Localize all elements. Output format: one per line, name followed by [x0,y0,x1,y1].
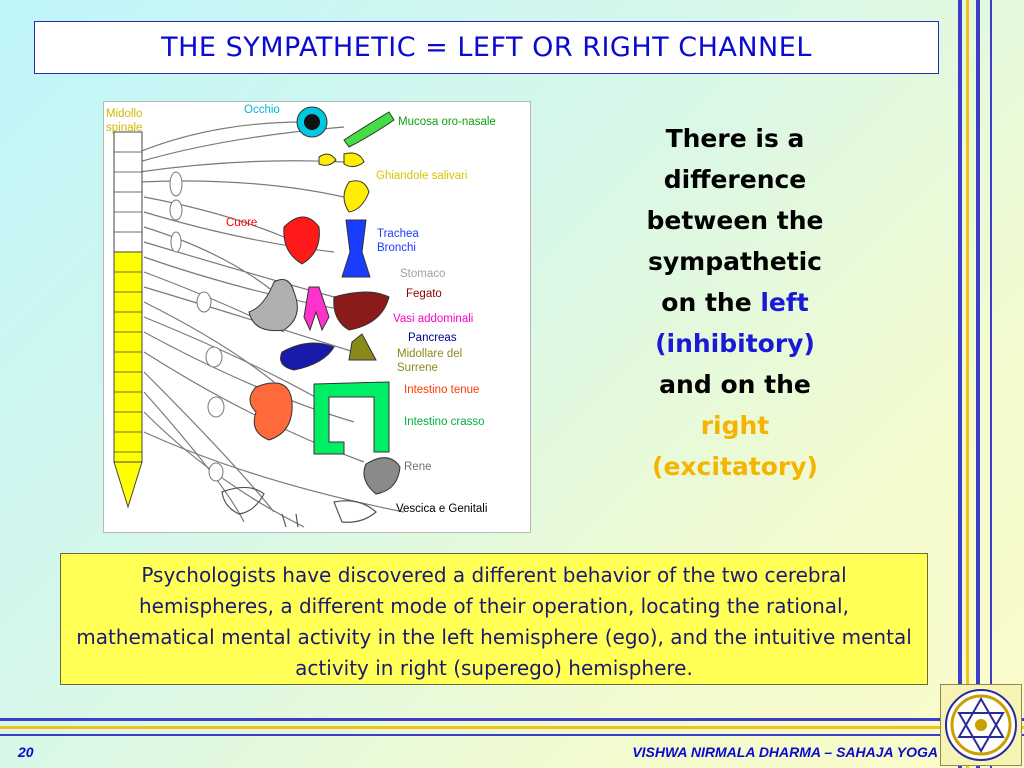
spinal-cord [113,131,143,509]
eye-organ [296,106,328,138]
frame-rule-blue-2 [976,0,980,768]
slide-title: THE SYMPATHETIC = LEFT OR RIGHT CHANNEL [161,32,812,63]
mucosa-organ [343,111,395,148]
bladder-genitals-organ [221,486,377,528]
label-bronchi: Bronchi [377,242,416,254]
side-explanation: There is a difference between the sympat… [610,118,860,487]
side-left-word: left [760,288,809,317]
trachea-organ [341,219,371,278]
footer-rule-blue-2 [0,734,1024,736]
footer-rule-blue [0,718,1024,721]
label-fegato: Fegato [406,288,442,300]
side-on-the: on the [661,288,761,317]
side-line-4: sympathetic [647,247,823,276]
hemispheres-paragraph: Psychologists have discovered a differen… [76,563,912,680]
salivary-gland-organ-2 [343,152,365,168]
page-number: 20 [18,744,34,760]
salivary-gland-organ-3 [343,180,370,213]
label-vescica: Vescica e Genitali [396,503,488,515]
frame-rule-gold [966,0,969,768]
ganglia [169,171,225,482]
large-intestine-organ [313,381,390,455]
side-line-7: and on the [659,370,811,399]
label-spinale: spinale [106,122,143,134]
label-cuore: Cuore [226,217,258,229]
label-pancreas: Pancreas [408,332,457,344]
footer-brand: VISHWA NIRMALA DHARMA – SAHAJA YOGA [632,744,938,760]
sympathetic-nervous-system-diagram: Midollo spinale Occhio Mucosa oro-nasale… [103,101,531,533]
label-crasso: Intestino crasso [404,416,485,428]
stomach-organ [248,279,298,332]
abdominal-vessels-organ [303,286,330,332]
side-excitatory: (excitatory) [652,452,818,481]
footer-rule-gold [0,726,1024,729]
kidney-organ [363,457,401,495]
frame-rule-blue-3 [990,0,992,768]
frame-rule-blue-1 [958,0,962,768]
diagram-drawing [113,106,405,528]
label-surrene: Surrene [397,362,438,374]
vertebrae-lines [114,151,142,453]
small-intestine-organ [249,382,293,441]
title-box: THE SYMPATHETIC = LEFT OR RIGHT CHANNEL [34,21,939,74]
label-mucosa: Mucosa oro-nasale [398,116,496,128]
side-line-5: on the left [610,282,860,323]
hemispheres-paragraph-box: Psychologists have discovered a differen… [60,553,928,685]
label-midollo: Midollo [106,108,143,120]
heart-organ [283,216,320,265]
label-tenue: Intestino tenue [404,384,480,396]
label-vasi: Vasi addominali [393,313,474,325]
label-ghiandole: Ghiandole salivari [376,170,468,182]
side-inhibitory: (inhibitory) [655,329,815,358]
adrenal-organ [348,333,377,361]
pancreas-organ [280,342,335,371]
side-line-2: difference [663,165,807,194]
side-right-word: right [700,411,770,440]
label-trachea: Trachea [377,228,419,240]
mandala-drawing [945,689,1017,761]
side-line-1: There is a [665,124,805,153]
side-line-3: between the [646,206,824,235]
salivary-gland-organ-1 [318,153,337,166]
label-stomaco: Stomaco [400,268,446,280]
label-rene: Rene [404,461,432,473]
label-midollare: Midollare del [397,348,463,360]
liver-organ [333,291,390,331]
label-occhio: Occhio [244,104,280,116]
sahaja-yoga-mandala-icon [940,684,1022,766]
